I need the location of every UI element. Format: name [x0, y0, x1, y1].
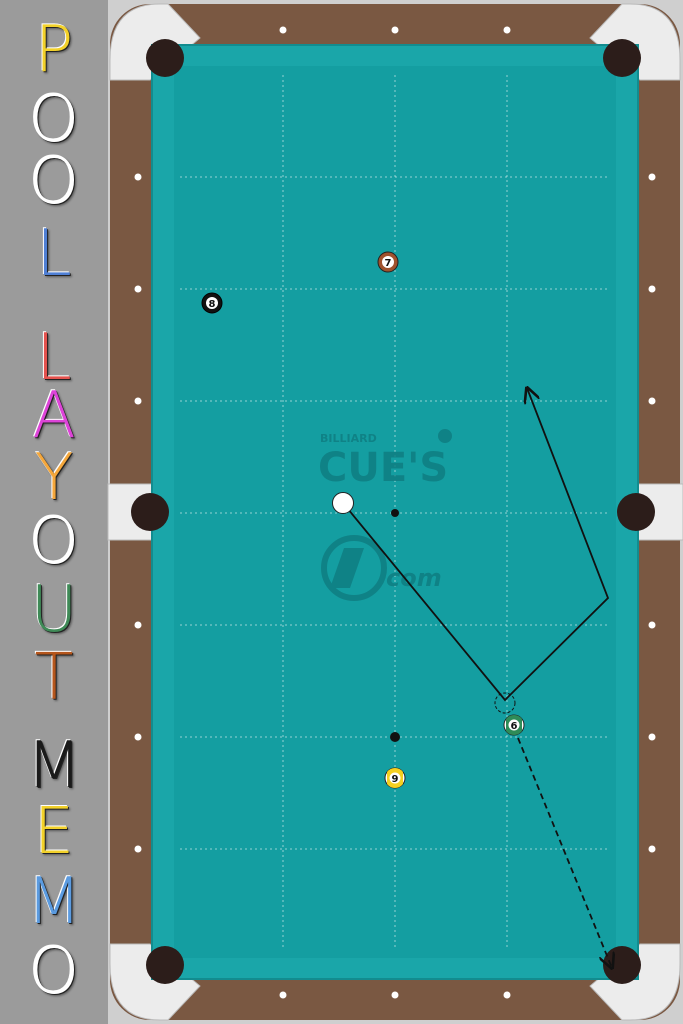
title-letter: O [28, 935, 80, 1009]
foot-spot [390, 732, 400, 742]
pocket-middle-right [617, 493, 655, 531]
title-letter: M [26, 865, 82, 939]
cue-ball[interactable] [332, 492, 354, 514]
title-letter: U [30, 573, 78, 647]
logo-line3: com [386, 564, 442, 592]
title-letter: O [28, 83, 80, 157]
pocket-middle-left [131, 493, 169, 531]
title-letter: O [28, 505, 80, 579]
cue-ball-path [342, 388, 610, 702]
title-letter: A [32, 379, 76, 453]
watermark-logo: BILLIARD CUE'S com [318, 429, 452, 601]
pocket-top-left [146, 39, 184, 77]
head-spot [391, 509, 399, 517]
ball-6[interactable]: 6 [503, 714, 525, 736]
title-letter: P [34, 13, 74, 87]
pocket-bottom-left [146, 946, 184, 984]
ball-9-number: 9 [392, 774, 399, 785]
ball-8[interactable]: 8 [201, 292, 223, 314]
ball-9[interactable]: 9 [384, 767, 406, 789]
pockets [131, 39, 655, 984]
pocket-top-right [603, 39, 641, 77]
ball-7[interactable]: 7 [377, 251, 399, 273]
ball-6-number: 6 [511, 721, 518, 732]
pocket-bottom-right [603, 946, 641, 984]
title-letter: T [34, 641, 74, 715]
ball-8-number: 8 [209, 299, 216, 310]
logo-line1: BILLIARD [320, 432, 377, 445]
title-letter: Y [34, 441, 74, 515]
title-letter: L [36, 217, 72, 291]
title-letter: O [28, 145, 80, 219]
title-letter: L [36, 321, 72, 395]
logo-line2: CUE'S [318, 445, 448, 491]
title-letter: M [26, 729, 82, 803]
title-letter: E [33, 795, 75, 869]
ball-7-number: 7 [385, 258, 392, 269]
ghost-ball [494, 692, 516, 714]
object-ball-path [517, 737, 612, 968]
title-sidebar [0, 0, 108, 1024]
diamonds [134, 26, 656, 999]
